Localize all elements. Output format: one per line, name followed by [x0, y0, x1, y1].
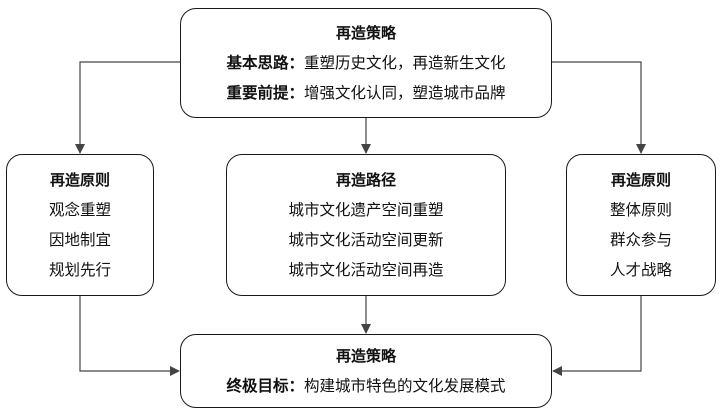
- basic-approach-text: 重塑历史文化，再造新生文化: [304, 54, 506, 72]
- middle-box-item: 城市文化活动空间更新: [288, 231, 444, 249]
- arrow-top-to-right: [552, 61, 646, 154]
- middle-box-item: 城市文化活动空间再造: [288, 261, 444, 279]
- right-box-item: 人才战略: [609, 261, 672, 279]
- right-box-title: 再造原则: [610, 171, 671, 189]
- right-box-item: 群众参与: [609, 231, 672, 249]
- ultimate-goal-text: 构建城市特色的文化发展模式: [304, 377, 506, 395]
- middle-box-title: 再造路径: [335, 171, 396, 189]
- premise-text: 增强文化认同，塑造城市品牌: [304, 84, 506, 102]
- arrow-top-to-left: [75, 61, 180, 154]
- ultimate-goal-line: 终极目标：构建城市特色的文化发展模式: [226, 371, 505, 401]
- left-box-item: 观念重塑: [48, 201, 111, 219]
- middle-box-item: 城市文化遗产空间重塑: [288, 201, 444, 219]
- principles-box-left: 再造原则 观念重塑 因地制宜 规划先行: [6, 154, 154, 296]
- arrow-right-to-bottom: [552, 296, 642, 376]
- premise-label: 重要前提：: [226, 84, 304, 102]
- left-box-item: 规划先行: [48, 261, 111, 279]
- path-box-middle: 再造路径 城市文化遗产空间重塑 城市文化活动空间更新 城市文化活动空间再造: [226, 154, 506, 296]
- ultimate-goal-label: 终极目标：: [226, 377, 304, 395]
- strategy-box-top: 再造策略 基本思路：重塑历史文化，再造新生文化 重要前提：增强文化认同，塑造城市…: [180, 8, 552, 118]
- premise-line: 重要前提：增强文化认同，塑造城市品牌: [226, 78, 505, 108]
- basic-approach-line: 基本思路：重塑历史文化，再造新生文化: [226, 48, 505, 78]
- left-box-title: 再造原则: [49, 171, 110, 189]
- arrow-left-to-bottom: [79, 296, 180, 376]
- bottom-box-title: 再造策略: [335, 347, 396, 365]
- left-box-item: 因地制宜: [48, 231, 111, 249]
- principles-box-right: 再造原则 整体原则 群众参与 人才战略: [566, 154, 716, 296]
- strategy-box-bottom: 再造策略 终极目标：构建城市特色的文化发展模式: [180, 334, 552, 408]
- top-box-title: 再造策略: [335, 24, 396, 42]
- right-box-item: 整体原则: [609, 201, 672, 219]
- basic-approach-label: 基本思路：: [226, 54, 304, 72]
